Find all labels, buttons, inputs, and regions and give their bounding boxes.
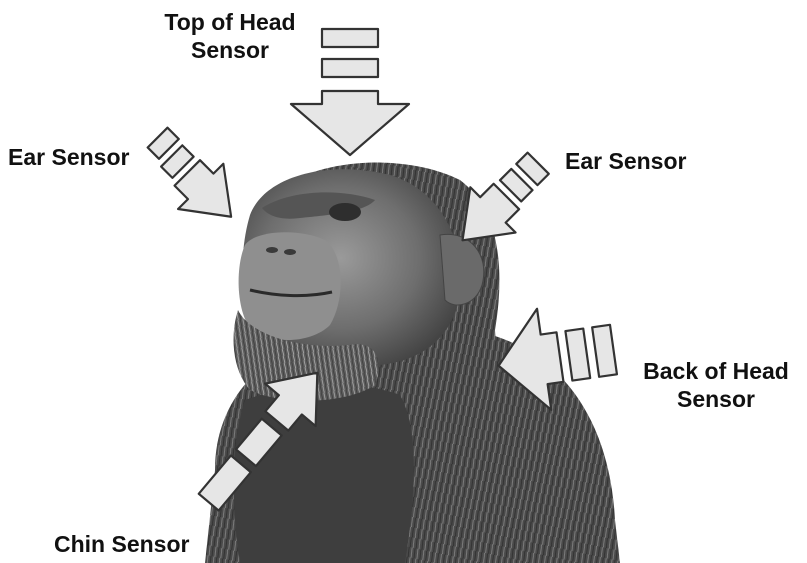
chimp-brow [262,192,375,219]
chin-label: Chin Sensor [54,531,190,557]
chimp-figure [205,162,620,563]
chimp-muzzle [238,232,341,340]
back-head-label-line2: Sensor [677,386,755,412]
back-head-label-line1: Back of Head [643,358,789,384]
back-head-label: Back of Head Sensor [631,357,801,413]
top-head-label-line1: Top of Head [164,9,296,35]
top-head-label: Top of Head Sensor [150,8,310,64]
chimp-chest [233,384,414,563]
chimp-hair-strands [495,350,590,520]
chimp-mouth [249,288,333,298]
chimp-eye [329,203,361,221]
chin-arrow [197,371,319,512]
ear-left-arrow [146,126,233,218]
top-head-arrow [289,27,411,157]
chimp-nostril [284,249,296,255]
back-head-arrow [497,307,619,411]
chimp-nostril [266,247,278,253]
ear-right-label: Ear Sensor [565,148,687,174]
ear-right-arrow [461,151,550,242]
top-head-label-line2: Sensor [191,37,269,63]
chimp-beard [233,310,379,401]
ear-left-label: Ear Sensor [8,144,130,170]
